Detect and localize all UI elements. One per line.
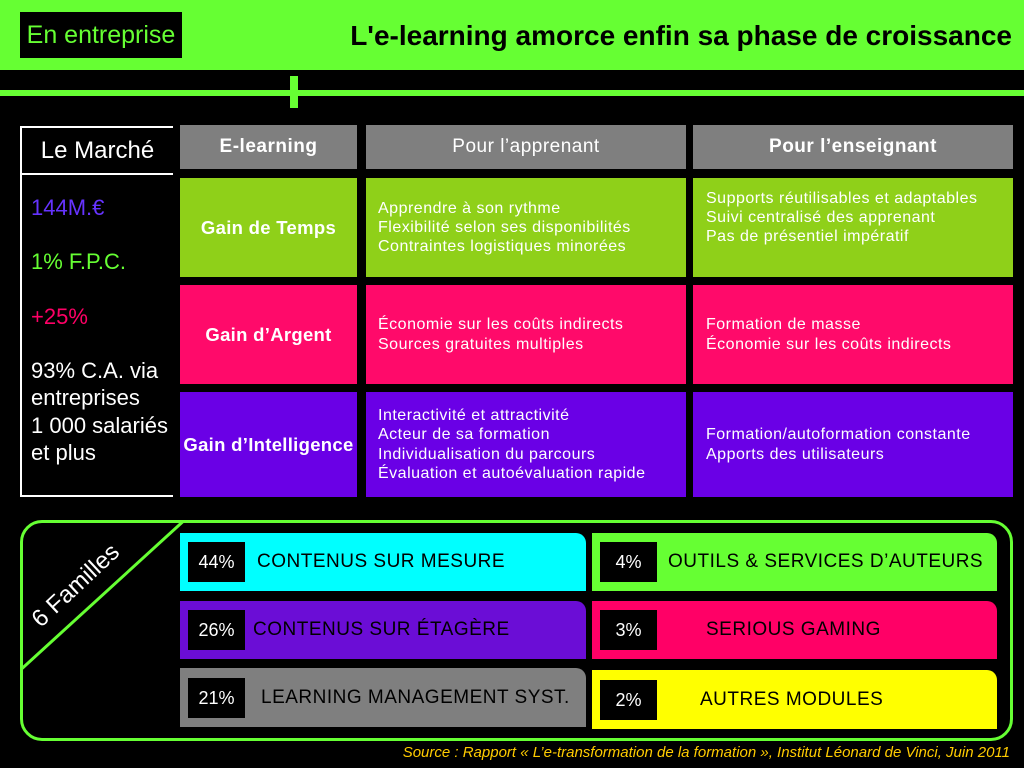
row-label-time: Gain de Temps xyxy=(180,178,357,277)
family-share-badge: 44% xyxy=(188,542,245,582)
learner-benefit: Interactivité et attractivité xyxy=(378,406,570,424)
table-header-elearning: E-learning xyxy=(180,125,357,169)
row-intelligence-learner-cell: Interactivité et attractivité Acteur de … xyxy=(366,392,686,497)
row-label-intelligence: Gain d’Intelligence xyxy=(180,392,357,497)
family-share-badge: 2% xyxy=(600,679,657,720)
market-panel-title: Le Marché xyxy=(40,137,155,164)
table-header-label: E-learning xyxy=(219,136,318,157)
teacher-benefit: Supports réutilisables et adaptables xyxy=(706,189,978,207)
family-label: SERIOUS GAMING xyxy=(706,619,881,640)
teacher-benefit: Formation/autoformation constante xyxy=(706,426,971,444)
family-label: CONTENUS SUR MESURE xyxy=(257,551,506,572)
market-panel-divider xyxy=(20,173,173,175)
learner-benefit: Sources gratuites multiples xyxy=(378,335,584,353)
family-share-badge: 4% xyxy=(600,542,657,582)
family-label: OUTILS & SERVICES D’AUTEURS xyxy=(668,551,984,572)
teacher-benefit: Formation de masse xyxy=(706,316,861,334)
families-frame xyxy=(20,520,1013,741)
learner-benefit: Flexibilité selon ses disponibilités xyxy=(378,218,631,236)
market-note: 93% C.A. via entreprises 1 000 salariés … xyxy=(31,357,168,466)
learner-benefit: Acteur de sa formation xyxy=(378,426,550,444)
slide-title: L'e-learning amorce enfin sa phase de cr… xyxy=(350,20,1012,51)
market-note-line: entreprises xyxy=(31,385,140,411)
row-label-text: Gain d’Intelligence xyxy=(183,433,354,455)
learner-benefit: Individualisation du parcours xyxy=(378,445,596,463)
market-figure-fpc: 1% F.P.C. xyxy=(31,249,126,274)
market-note-line: 1 000 salariés xyxy=(31,412,168,438)
row-intelligence-teacher-cell: Formation/autoformation constante Apport… xyxy=(693,392,1013,497)
section-label: En entreprise xyxy=(20,12,182,58)
learner-benefit: Contraintes logistiques minorées xyxy=(378,238,627,256)
family-share-badge: 21% xyxy=(188,677,245,718)
row-money-teacher-cell: Formation de masse Économie sur les coût… xyxy=(693,285,1013,384)
market-note-line: et plus xyxy=(31,439,96,465)
family-card-custom-content: 44% CONTENUS SUR MESURE xyxy=(180,533,586,591)
table-header-label: Pour l’apprenant xyxy=(452,136,600,157)
row-label-money: Gain d’Argent xyxy=(180,285,357,384)
market-panel xyxy=(20,126,173,497)
source-citation: Source : Rapport « L’e-transformation de… xyxy=(402,744,1010,761)
teacher-benefit: Économie sur les coûts indirects xyxy=(706,335,952,353)
family-card-off-the-shelf: 26% CONTENUS SUR ÉTAGÈRE xyxy=(180,601,586,659)
family-label: LEARNING MANAGEMENT SYST. xyxy=(261,686,570,708)
learner-benefit: Évaluation et autoévaluation rapide xyxy=(378,464,646,482)
row-label-text: Gain d’Argent xyxy=(205,323,332,345)
learner-benefit: Économie sur les coûts indirects xyxy=(378,316,624,334)
family-label: AUTRES MODULES xyxy=(700,688,884,710)
family-card-lms: 21% LEARNING MANAGEMENT SYST. xyxy=(180,668,586,727)
divider-line xyxy=(0,90,1024,96)
table-header-label: Pour l’enseignant xyxy=(769,136,937,157)
row-time-teacher-cell: Supports réutilisables et adaptables Sui… xyxy=(693,178,1013,277)
learner-benefit: Apprendre à son rythme xyxy=(378,199,561,217)
family-share-badge: 26% xyxy=(188,610,245,650)
table-header-learner: Pour l’apprenant xyxy=(366,125,686,169)
row-label-text: Gain de Temps xyxy=(200,216,337,238)
teacher-benefit: Apports des utilisateurs xyxy=(706,445,885,463)
family-card-authoring-tools: 4% OUTILS & SERVICES D’AUTEURS xyxy=(592,533,997,591)
teacher-benefit: Suivi centralisé des apprenant xyxy=(706,208,936,226)
divider-tick-mark xyxy=(290,76,298,108)
family-card-other-modules: 2% AUTRES MODULES xyxy=(592,670,997,729)
market-figure-size: 144M.€ xyxy=(31,195,105,220)
families-diagonal-divider xyxy=(20,520,185,671)
market-note-line: 93% C.A. via xyxy=(31,358,159,383)
market-figure-growth: +25% xyxy=(31,304,88,329)
row-money-learner-cell: Économie sur les coûts indirects Sources… xyxy=(366,285,686,384)
family-share-badge: 3% xyxy=(600,610,657,650)
row-time-learner-cell: Apprendre à son rythme Flexibilité selon… xyxy=(366,178,686,277)
family-card-serious-gaming: 3% SERIOUS GAMING xyxy=(592,601,997,659)
table-header-teacher: Pour l’enseignant xyxy=(693,125,1013,169)
family-label: CONTENUS SUR ÉTAGÈRE xyxy=(253,619,510,640)
teacher-benefit: Pas de présentiel impératif xyxy=(706,228,909,246)
